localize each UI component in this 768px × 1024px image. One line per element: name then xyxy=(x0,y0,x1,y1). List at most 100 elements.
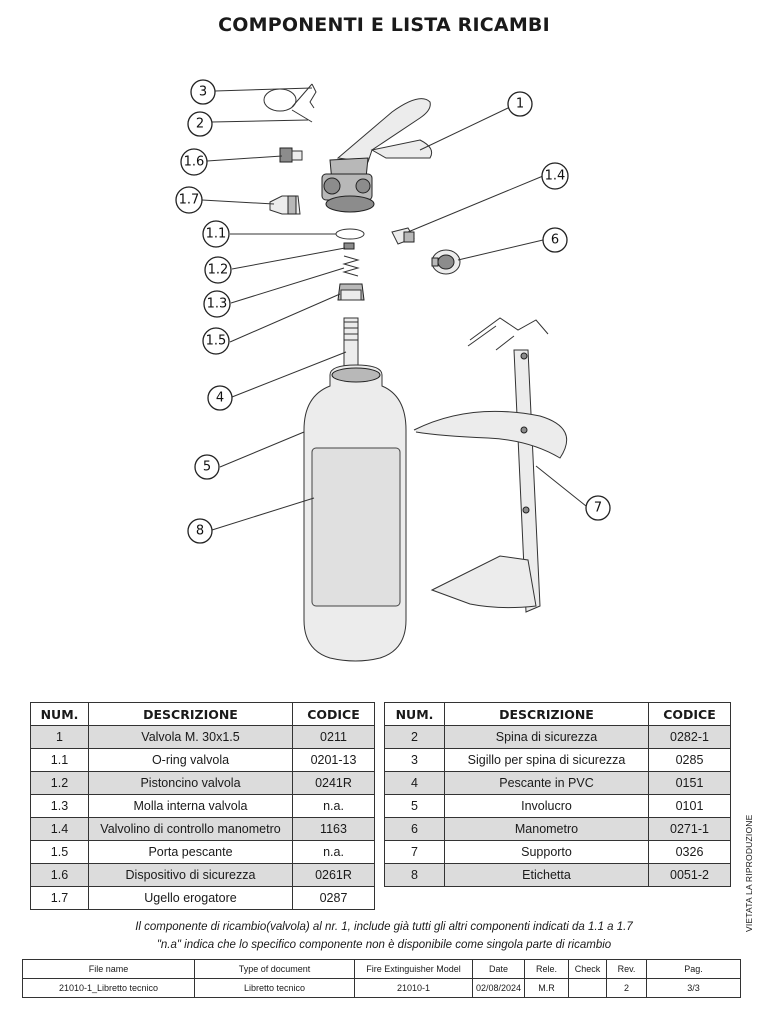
safety-device-part xyxy=(279,147,303,163)
svg-text:1.7: 1.7 xyxy=(179,193,200,208)
tb-header-check: Check xyxy=(568,959,607,979)
callout-8: 8 xyxy=(187,518,213,544)
piston-part xyxy=(343,242,355,250)
tb-model: 21010-1 xyxy=(354,978,473,998)
callout-5: 5 xyxy=(194,454,220,480)
header-num: NUM. xyxy=(384,702,445,726)
svg-text:1.3: 1.3 xyxy=(207,297,228,312)
callout-1-7: 1.7 xyxy=(175,186,203,214)
header-num: NUM. xyxy=(30,702,89,726)
svg-text:8: 8 xyxy=(196,524,204,539)
row-code: 0101 xyxy=(648,794,731,818)
row-num: 1.1 xyxy=(30,748,89,772)
header-description: DESCRIZIONE xyxy=(444,702,649,726)
row-description: Pistoncino valvola xyxy=(88,771,293,795)
row-code: 0201-13 xyxy=(292,748,375,772)
title-block: File name Type of document Fire Extingui… xyxy=(22,959,741,998)
svg-text:1.1: 1.1 xyxy=(206,227,227,242)
callout-4: 4 xyxy=(207,385,233,411)
row-code: 0241R xyxy=(292,771,375,795)
callout-1-2: 1.2 xyxy=(204,256,232,284)
tb-date: 02/08/2024 xyxy=(472,978,525,998)
row-description: Involucro xyxy=(444,794,649,818)
row-num: 1.6 xyxy=(30,863,89,887)
tb-rev: 2 xyxy=(606,978,647,998)
row-num: 6 xyxy=(384,817,445,841)
row-description: Supporto xyxy=(444,840,649,864)
row-code: 0261R xyxy=(292,863,375,887)
row-description: Valvolino di controllo manometro xyxy=(88,817,293,841)
row-description: Etichetta xyxy=(444,863,649,887)
row-description: Porta pescante xyxy=(88,840,293,864)
nozzle-part xyxy=(269,195,301,215)
exploded-diagram: 3 2 1.6 1.7 1.1 1.2 1.3 1.5 4 5 8 1 1.4 … xyxy=(175,79,611,662)
row-num: 1.3 xyxy=(30,794,89,818)
row-code: n.a. xyxy=(292,840,375,864)
row-num: 1.7 xyxy=(30,886,89,910)
tb-header-type: Type of document xyxy=(194,959,355,979)
dip-tube-part xyxy=(343,317,359,381)
footnote-spare-valve: Il componente di ricambio(valvola) al nr… xyxy=(135,921,633,933)
tb-file-name: 21010-1_Libretto tecnico xyxy=(22,978,195,998)
row-num: 1.2 xyxy=(30,771,89,795)
callout-1-5: 1.5 xyxy=(202,327,230,355)
svg-text:5: 5 xyxy=(203,460,211,475)
row-description: Sigillo per spina di sicurezza xyxy=(444,748,649,772)
callout-1-1: 1.1 xyxy=(202,220,230,248)
header-description: DESCRIZIONE xyxy=(88,702,293,726)
tb-page: 3/3 xyxy=(646,978,741,998)
dip-tube-holder-part xyxy=(337,283,365,301)
page-title: COMPONENTI E LISTA RICAMBI xyxy=(218,14,550,36)
callout-3: 3 xyxy=(190,79,216,105)
row-num: 4 xyxy=(384,771,445,795)
callout-2: 2 xyxy=(187,111,213,137)
row-code: 0151 xyxy=(648,771,731,795)
callout-7: 7 xyxy=(585,495,611,521)
tb-header-page: Pag. xyxy=(646,959,741,979)
row-code: 0287 xyxy=(292,886,375,910)
row-num: 7 xyxy=(384,840,445,864)
row-num: 2 xyxy=(384,725,445,749)
svg-text:3: 3 xyxy=(199,85,207,100)
tb-header-model: Fire Extinguisher Model xyxy=(354,959,473,979)
row-description: Pescante in PVC xyxy=(444,771,649,795)
pressure-gauge-part xyxy=(431,249,461,275)
row-code: 0285 xyxy=(648,748,731,772)
row-code: n.a. xyxy=(292,794,375,818)
row-description: Dispositivo di sicurezza xyxy=(88,863,293,887)
tb-check xyxy=(568,978,607,998)
callout-6: 6 xyxy=(542,227,568,253)
title-block-value-row: 21010-1_Libretto tecnico Libretto tecnic… xyxy=(22,978,741,998)
svg-text:1.5: 1.5 xyxy=(206,334,227,349)
tb-header-date: Date xyxy=(472,959,525,979)
tb-header-rev: Rev. xyxy=(606,959,647,979)
row-num: 8 xyxy=(384,863,445,887)
valve-part xyxy=(321,98,433,213)
row-num: 1.5 xyxy=(30,840,89,864)
o-ring-part xyxy=(335,228,365,240)
row-description: Spina di sicurezza xyxy=(444,725,649,749)
title-block-header-row: File name Type of document Fire Extingui… xyxy=(22,959,741,979)
svg-text:7: 7 xyxy=(594,501,602,516)
row-num: 1 xyxy=(30,725,89,749)
leader-lines xyxy=(201,87,587,531)
svg-text:1.4: 1.4 xyxy=(545,169,566,184)
footnote-not-available: "n.a" indica che lo specifico componente… xyxy=(156,939,612,951)
row-description: Valvola M. 30x1.5 xyxy=(88,725,293,749)
